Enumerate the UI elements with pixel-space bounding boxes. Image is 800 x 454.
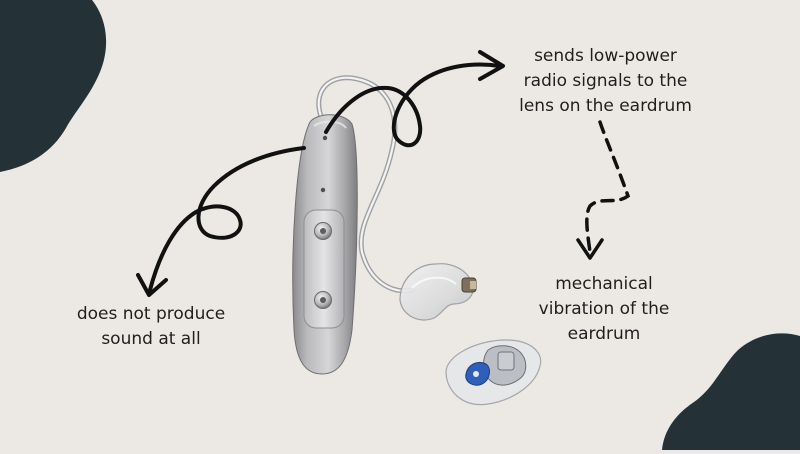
indicator-dot-icon	[322, 135, 328, 141]
radio-signal-annotation: sends low-power radio signals to the len…	[508, 44, 703, 119]
vibration-annotation: mechanical vibration of the eardrum	[520, 272, 688, 347]
corner-blob-top-left	[0, 0, 107, 172]
annotation-line: sends low-power	[534, 46, 677, 66]
annotation-line: sound at all	[101, 329, 201, 349]
annotation-line: mechanical	[555, 274, 653, 294]
annotation-line: does not produce	[76, 304, 226, 324]
hearing-aid-device	[292, 114, 358, 375]
corner-blob-bottom-right	[662, 333, 800, 450]
no-sound-annotation: does not produce sound at all	[56, 302, 246, 352]
control-panel	[303, 209, 345, 329]
annotation-line: vibration of the	[538, 299, 670, 319]
eardrum-lens-icon	[445, 339, 542, 406]
arrow-to-no-sound-label	[136, 146, 306, 297]
mic-port-icon	[320, 187, 326, 193]
annotation-line: eardrum	[567, 324, 641, 344]
dashed-arrow-to-vibration-label	[576, 120, 631, 260]
annotation-line: lens on the eardrum	[519, 96, 692, 116]
ear-tip-icon	[399, 263, 477, 321]
sound-tube	[316, 75, 415, 294]
arrow-to-radio-label	[324, 50, 505, 148]
annotation-line: radio signals to the	[523, 71, 688, 91]
